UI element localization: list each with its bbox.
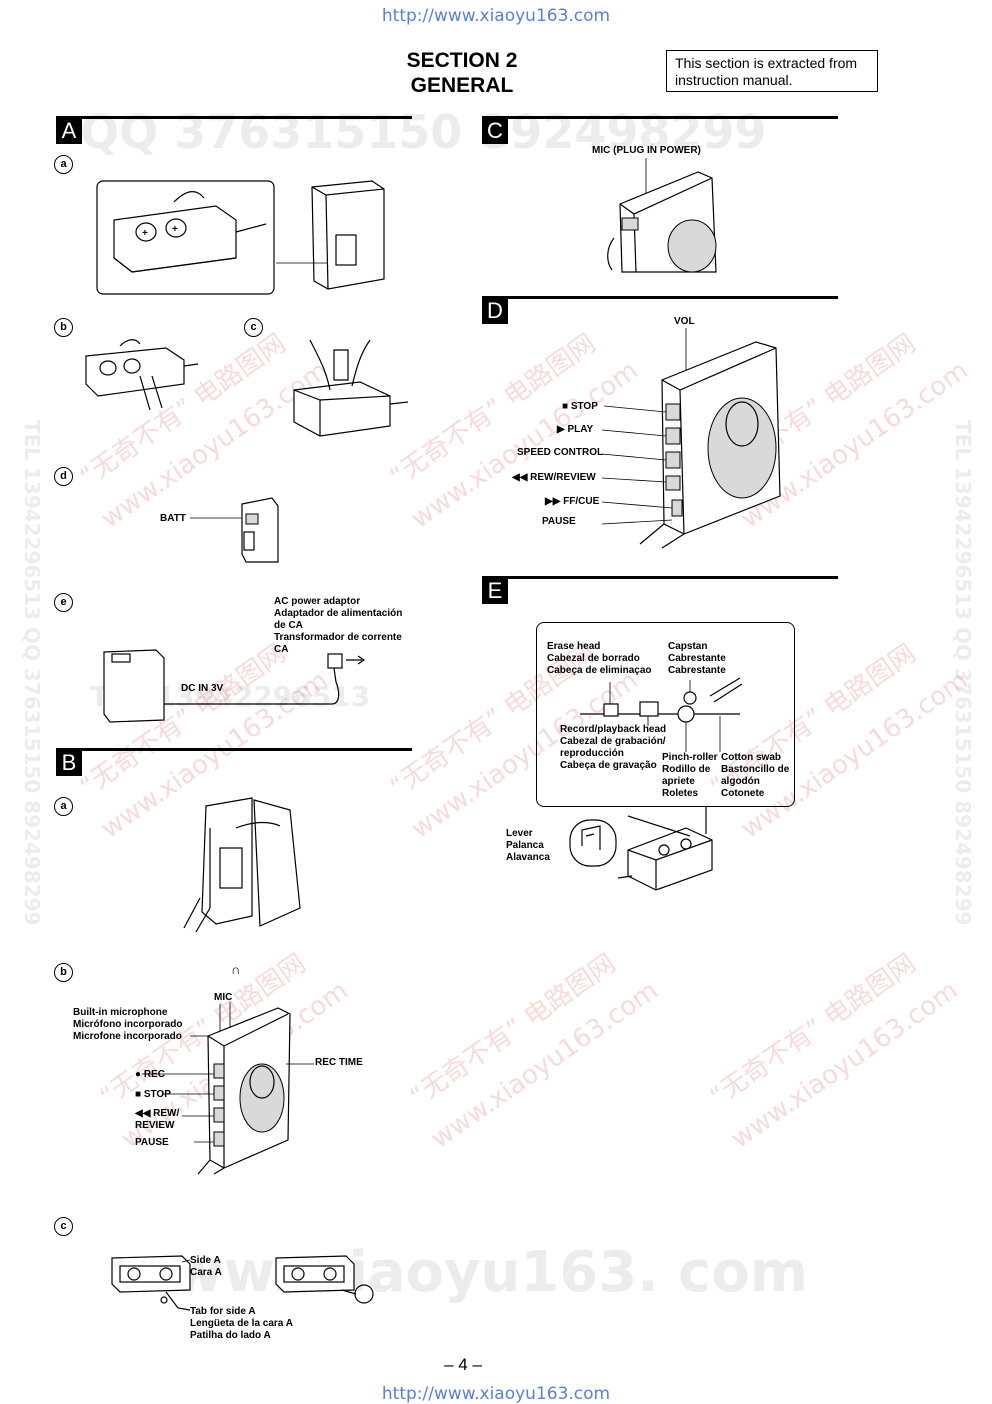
cotton-swab-label: Cotton swab Bastoncillo de algodón Coton…: [721, 752, 790, 799]
headphone-icon: ∩: [231, 962, 241, 977]
builtin-mic-label: Built-in microphone Micrófono incorporad…: [73, 1007, 183, 1042]
d-ff-label: ▶▶ FF/CUE: [545, 496, 600, 507]
section-b-rule: [56, 748, 412, 751]
record-head-label: Record/playback head Cabezal de grabació…: [560, 724, 667, 771]
watermark-site: www.xiaoyu163.com: [725, 975, 964, 1155]
rec-time-label: REC TIME: [315, 1057, 363, 1068]
tab-side-a-label: Tab for side A Lengüeta de la cara A Pat…: [190, 1306, 293, 1341]
sub-c-marker: c: [244, 318, 263, 337]
batt-indicator-illustration: [190, 497, 279, 563]
head-cleaning-panel: [536, 622, 795, 807]
pause-label: PAUSE: [135, 1137, 169, 1148]
sub-b-a-marker: a: [54, 797, 73, 816]
sub-b-marker: b: [54, 318, 73, 337]
section-d-letter: D: [482, 298, 508, 324]
vol-label: VOL: [674, 316, 695, 327]
sub-d-marker: d: [54, 467, 73, 486]
top-url-link[interactable]: http://www.xiaoyu163.com: [381, 6, 611, 26]
d-rew-label: ◀◀ REW/REVIEW: [512, 472, 596, 483]
section-title: SECTION 2 GENERAL: [362, 48, 562, 98]
d-pause-label: PAUSE: [542, 516, 576, 527]
section-name: GENERAL: [410, 74, 514, 97]
batt-label: BATT: [160, 513, 186, 524]
section-a-letter: A: [56, 118, 82, 144]
sub-b-b-marker: b: [54, 963, 73, 982]
watermark-side-left: TEL 13942296513 QQ 376315150 892498299: [20, 420, 44, 926]
section-number: SECTION 2: [406, 49, 518, 72]
battery-case-illustration: [293, 339, 409, 437]
watermark-site: www.xiaoyu163.com: [425, 975, 664, 1155]
d-stop-label: ■ STOP: [562, 401, 598, 412]
extract-note: This section is extracted from instructi…: [666, 50, 878, 92]
section-e-letter: E: [482, 578, 508, 604]
cassette-tab-illustration: [111, 1255, 374, 1311]
watermark-cn: “无奇不有” 电路图网: [404, 948, 622, 1113]
watermark-side-right: TEL 13942296513 QQ 376315150 892498299: [951, 420, 975, 926]
lever-open-illustration: [569, 806, 713, 891]
tape-heads-illustration: [580, 677, 743, 752]
sub-a-marker: a: [54, 155, 73, 174]
svg-text:+: +: [142, 228, 148, 239]
erase-head-label: Erase head Cabezal de borrado Cabeça de …: [547, 641, 652, 676]
section-a-rule: [56, 116, 412, 119]
recorder-controls-illustration: [142, 1002, 314, 1175]
lever-label: Lever Palanca Alavanca: [506, 828, 550, 863]
mic-label: MIC: [214, 992, 233, 1003]
side-a-label: Side A Cara A: [190, 1255, 222, 1278]
stop-label: ■ STOP: [135, 1089, 171, 1100]
d-speed-label: SPEED CONTROL: [517, 447, 604, 458]
page-number: – 4 –: [444, 1355, 482, 1374]
cassette-insert-illustration: [183, 797, 301, 933]
section-c-rule: [482, 116, 838, 119]
svg-text:+: +: [172, 224, 178, 235]
bottom-url-link[interactable]: http://www.xiaoyu163.com: [381, 1384, 611, 1404]
sub-b-c-marker: c: [54, 1217, 73, 1236]
cassette-player-side-illustration: [276, 180, 385, 290]
mic-plug-label: MIC (PLUG IN POWER): [592, 145, 701, 156]
dc-in-label: DC IN 3V: [181, 683, 224, 694]
battery-remove-illustration: [85, 339, 199, 411]
d-play-label: ▶ PLAY: [557, 424, 594, 435]
section-e-rule: [482, 576, 838, 579]
ac-adaptor-label: AC power adaptor Adaptador de alimentaci…: [274, 596, 403, 655]
rew-review-label: ◀◀ REW/ REVIEW: [135, 1108, 180, 1131]
rec-label: ● REC: [135, 1069, 165, 1080]
battery-insert-illustration: ++: [96, 180, 275, 295]
capstan-label: Capstan Cabrestante Cabrestante: [668, 641, 726, 676]
section-d-rule: [482, 296, 838, 299]
section-c-letter: C: [482, 118, 508, 144]
mic-jack-illustration: [607, 158, 717, 273]
player-controls-illustration: [601, 328, 781, 549]
sub-e-marker: e: [54, 593, 73, 612]
watermark-cn: “无奇不有” 电路图网: [704, 948, 922, 1113]
ac-adaptor-connection-illustration: [103, 649, 366, 723]
pinch-roller-label: Pinch-roller Rodillo de apriete Roletes: [662, 752, 718, 799]
section-b-letter: B: [56, 750, 82, 776]
